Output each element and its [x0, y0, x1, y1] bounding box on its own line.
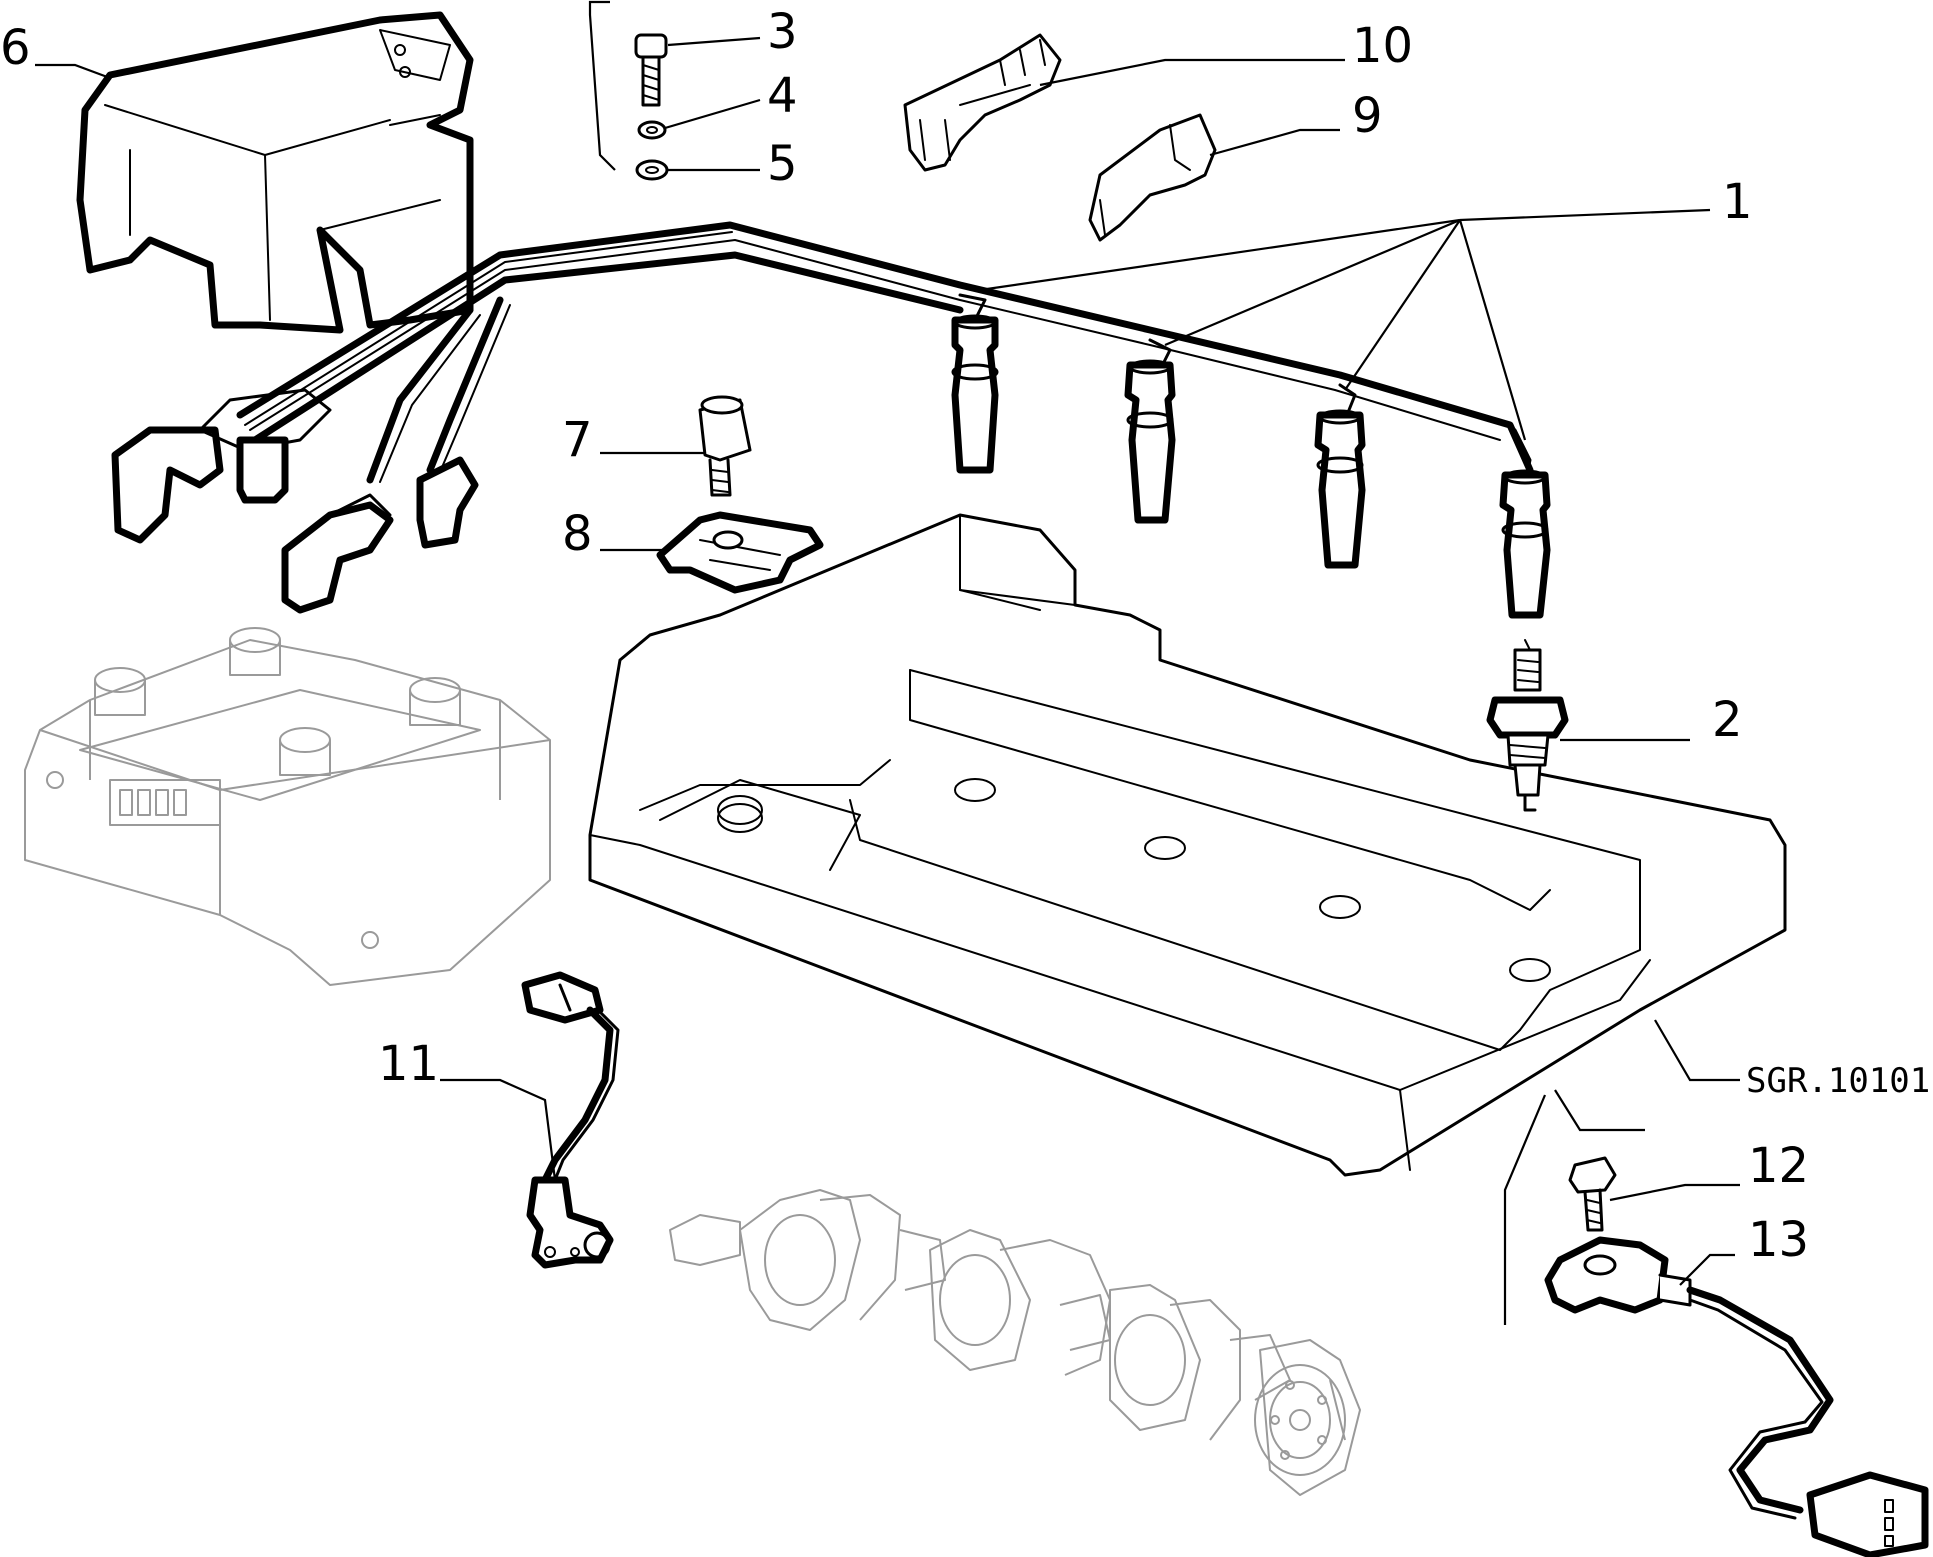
callout-3: 3 — [767, 4, 798, 60]
callout-2: 2 — [1712, 692, 1743, 748]
callout-10: 10 — [1352, 18, 1413, 74]
part-11-phase-sensor — [521, 971, 620, 1269]
callout-11: 11 — [378, 1036, 439, 1092]
part-3-screw — [634, 33, 668, 107]
reference-code: SGR.10101 — [1746, 1061, 1930, 1101]
part-5-flat-washer — [635, 159, 669, 181]
callout-9: 9 — [1352, 88, 1383, 144]
part-1-ignition-leads — [111, 221, 1551, 619]
cylinder-head-cover-ghost — [588, 513, 1787, 1177]
callout-7: 7 — [562, 412, 593, 468]
part-6-coil-cover — [76, 11, 474, 334]
bracket-3-4-5 — [588, 0, 616, 171]
part-4-spring-washer — [637, 120, 667, 140]
part-2-spark-plug — [1486, 639, 1569, 812]
part-13-knock-sensor — [1544, 1236, 1929, 1557]
part-12-bolt — [1568, 1156, 1617, 1232]
callout-5: 5 — [767, 136, 798, 192]
callout-8: 8 — [562, 506, 593, 562]
part-7-stud — [698, 395, 752, 497]
part-10-cable-clip — [903, 33, 1062, 172]
crankshaft-ghost — [669, 1189, 1361, 1496]
callout-12: 12 — [1748, 1138, 1809, 1194]
ignition-coil-ghost — [24, 627, 551, 986]
callout-13: 13 — [1748, 1212, 1809, 1268]
callout-labels: 6 3 4 5 10 9 1 7 8 2 11 12 13 SGR.10101 — [0, 4, 1930, 1268]
leader-lines — [35, 36, 1740, 1325]
part-8-bracket — [656, 511, 824, 594]
callout-6: 6 — [0, 20, 31, 76]
callout-4: 4 — [767, 68, 798, 124]
part-9-cable-clip — [1088, 113, 1217, 242]
callout-1: 1 — [1722, 174, 1753, 230]
